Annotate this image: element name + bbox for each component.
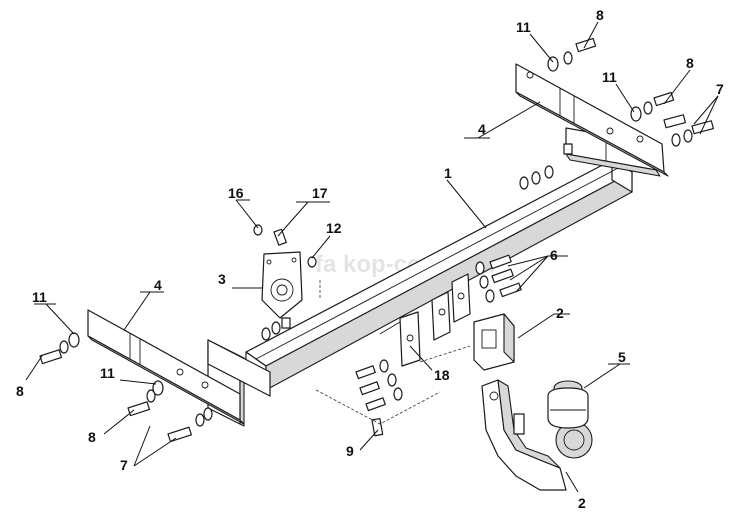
center-bracket (379, 273, 471, 367)
ball-mount-hook (481, 379, 593, 491)
callout-8: 8 (88, 429, 96, 445)
callout-3: 3 (218, 271, 226, 287)
callout-11: 11 (32, 289, 47, 305)
callout-8: 8 (16, 383, 24, 399)
bolt-set-left-inner (261, 317, 291, 341)
right-mounting-plate (515, 63, 669, 177)
left-mounting-plate (87, 309, 245, 425)
callout-8: 8 (686, 55, 694, 71)
bolt-set-left (39, 332, 213, 443)
callout-8: 8 (596, 7, 604, 23)
callout-2: 2 (556, 305, 564, 321)
callout-7: 7 (120, 457, 128, 473)
callout-17: 17 (312, 185, 328, 201)
callout-1: 1 (444, 165, 452, 181)
callout-18: 18 (434, 367, 450, 383)
bolt-set-center-18 (355, 359, 403, 437)
callout-7: 7 (716, 81, 724, 97)
callout-11: 11 (602, 69, 617, 85)
callout-5: 5 (618, 349, 626, 365)
callout-16: 16 (228, 185, 244, 201)
bolt-set-right-upper (547, 37, 597, 72)
callout-4: 4 (154, 277, 162, 293)
nut-set-right (519, 143, 573, 190)
callout-12: 12 (326, 220, 342, 236)
callout-2: 2 (578, 495, 586, 511)
socket-plate (261, 251, 303, 319)
tow-ball-cover (547, 380, 589, 429)
callout-11: 11 (100, 365, 115, 381)
bolt-set-socket (253, 224, 317, 268)
leader-lines (25, 21, 719, 493)
callout-4: 4 (478, 121, 486, 137)
main-crossbar (245, 159, 633, 391)
assembly-line (315, 389, 441, 425)
coupling-receiver (473, 313, 515, 371)
callout-9: 9 (346, 443, 354, 459)
bolt-set-center-6 (475, 254, 522, 303)
assembly-line (419, 345, 471, 363)
callout-11: 11 (516, 19, 531, 35)
callout-6: 6 (550, 247, 558, 263)
